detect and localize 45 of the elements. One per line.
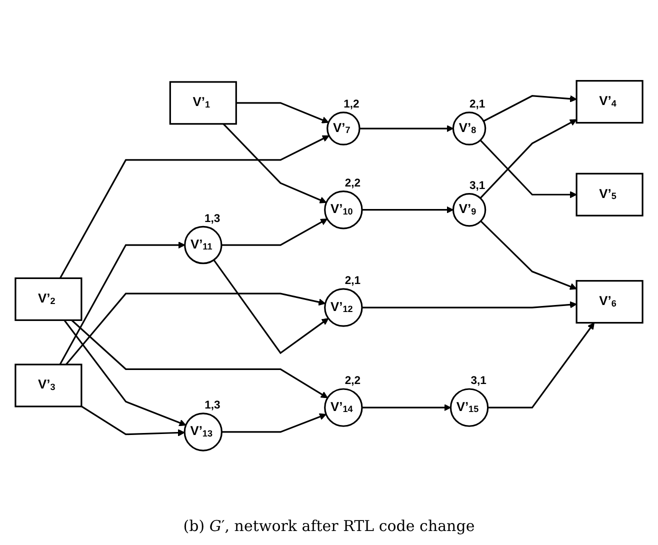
arrow <box>483 94 577 122</box>
arrow <box>59 134 330 278</box>
node-box: V’$_{1}$ <box>169 80 237 124</box>
node-circle: V’$_{8}$ <box>452 111 486 145</box>
arrow <box>480 220 577 290</box>
node-circle: V’$_{10}$ <box>324 190 363 229</box>
node-box: V’$_{6}$ <box>576 280 644 324</box>
arrow <box>359 124 454 132</box>
node-circle: V’$_{14}$ <box>324 388 363 426</box>
arrow <box>221 218 328 246</box>
node-annotation: 2,2 <box>344 176 361 189</box>
node-circle: V’$_{15}$ <box>450 388 489 426</box>
arrow <box>64 319 186 426</box>
node-box: V’$_{2}$ <box>14 276 82 320</box>
arrow <box>362 404 452 411</box>
node-annotation: 3,1 <box>470 374 486 387</box>
arrow <box>236 102 329 123</box>
arrow <box>362 300 577 308</box>
node-annotation: 2,1 <box>469 98 486 110</box>
node-annotation: 1,3 <box>204 212 220 224</box>
node-annotation: 1,3 <box>204 399 220 412</box>
node-annotation: 2,1 <box>344 274 361 287</box>
caption: (b) G′, network after RTL code change <box>183 516 475 537</box>
node-annotation: 3,1 <box>469 179 486 192</box>
node-annotation: 1,2 <box>344 98 360 110</box>
node-circle: V’$_{9}$ <box>452 192 486 226</box>
arrow <box>222 122 327 203</box>
arrow <box>81 405 185 436</box>
arrow <box>362 206 454 213</box>
arrow <box>71 319 328 398</box>
node-circle: V’$_{7}$ <box>326 111 360 145</box>
node-box: V’$_{5}$ <box>576 172 644 216</box>
arrow <box>480 139 577 198</box>
node-circle: V’$_{13}$ <box>184 412 223 451</box>
node-annotation: 2,2 <box>344 374 361 387</box>
node-circle: V’$_{11}$ <box>184 225 222 264</box>
arrow <box>65 292 326 365</box>
node-circle: V’$_{12}$ <box>324 288 363 326</box>
arrow <box>488 322 595 408</box>
arrow <box>213 258 329 354</box>
arrow <box>59 241 186 364</box>
node-box: V’$_{3}$ <box>14 363 82 407</box>
node-box: V’$_{4}$ <box>576 80 644 124</box>
arrow <box>222 412 326 432</box>
arrow <box>480 118 577 198</box>
